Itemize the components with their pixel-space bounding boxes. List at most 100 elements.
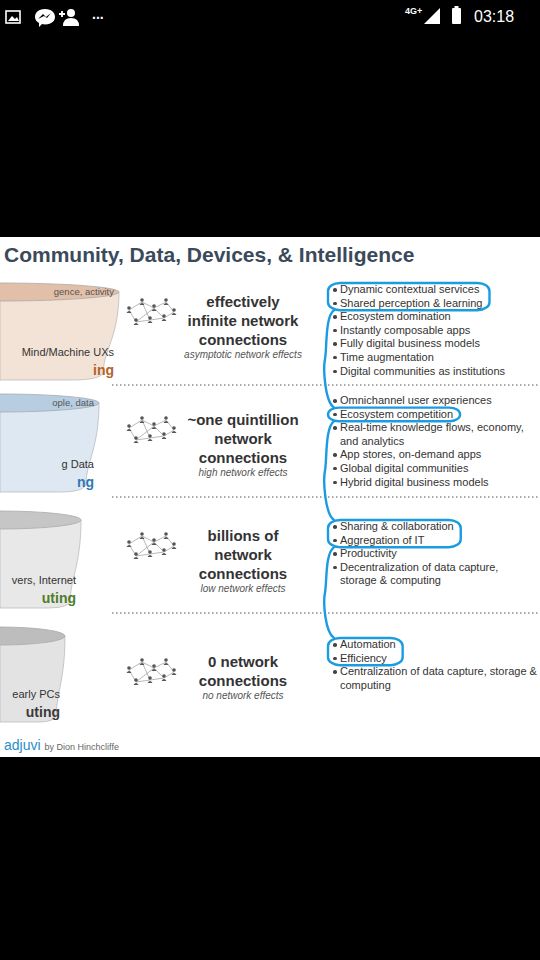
network-connections: ~one quintillion network connections [180,410,306,467]
bullet-text: Ecosystem domination [340,310,451,322]
bullet-item: Real-time knowledge flows, economy, and … [332,421,537,448]
layer-text: early PCs [12,687,60,701]
bullet-dot [333,315,337,319]
logo-author: by Dion Hinchcliffe [45,742,119,752]
bullet-dot [333,539,337,543]
network-effects: no network effects [180,690,306,702]
annotation-ring [328,283,489,310]
bullet-item: Automation [332,638,537,652]
layer-heading: uting [26,704,60,721]
battery-tip [455,6,459,8]
bullet-dot [333,453,337,457]
bullet-text: Decentralization of data capture, storag… [340,561,498,587]
bullet-item: Productivity [332,547,537,561]
bullet-dot [333,566,337,570]
battery-icon [452,8,461,24]
bullet-text: App stores, on-demand apps [340,448,481,460]
bullet-dot [333,370,337,374]
bullet-item: Fully digital business models [332,337,537,351]
funnel-layer: vers, Internet uting [3,511,81,608]
network-connections: billions of network connections [180,526,306,583]
annotation-stroke [324,310,334,407]
layer-top [0,511,81,529]
bullet-text: Real-time knowledge flows, economy, and … [340,421,524,447]
person-add-plus [59,11,65,17]
bullet-dot [333,399,337,403]
layer-text: vers, Internet [12,573,76,587]
network-icon [127,532,177,559]
bullet-item: Digital communities as institutions [332,365,537,379]
layer-text: g Data [62,457,94,471]
layer-body [0,403,99,492]
logo: adjuvi by Dion Hinchcliffe [4,737,119,753]
bullet-dot [333,525,337,529]
bullet-list: AutomationEfficiencyCentralization of da… [332,638,537,692]
bullet-text: Ecosystem competition [340,408,453,420]
status-icons [6,6,461,27]
bullet-text: Shared perception & learning [340,297,482,309]
bullet-item: Dynamic contextual services [332,283,537,297]
network-icon [127,658,177,685]
bullet-dot [333,670,337,674]
bullet-list: Dynamic contextual servicesShared percep… [332,283,537,378]
bullet-item: Aggregation of IT [332,534,537,548]
messenger-icon [35,9,55,27]
funnel-layer: ople, datag Datang [3,394,99,492]
bullet-text: Omnichannel user experiences [340,394,492,406]
bullet-item: Global digital communities [332,462,537,476]
network-connections: effectively infinite network connections [180,292,306,349]
network-icons [127,298,177,685]
bullet-item: Sharing & collaboration [332,520,537,534]
network-effects: asymptotic network effects [180,349,306,361]
bullet-text: Centralization of data capture, storage … [340,665,537,691]
bullet-list: Sharing & collaborationAggregation of IT… [332,520,537,588]
bullet-dot [333,288,337,292]
layer-top [0,394,99,412]
bullet-text: Digital communities as institutions [340,365,505,377]
logo-name: adjuvi [4,737,41,753]
annotation-ring [328,520,461,547]
network-icon [127,416,177,443]
bullet-item: Omnichannel user experiences [332,394,537,408]
bullet-item: Centralization of data capture, storage … [332,665,537,692]
layer-heading: ing [93,362,114,379]
bullet-text: Instantly composable apps [340,324,470,336]
gallery-icon-mountain [8,16,19,21]
bullet-dot [333,342,337,346]
annotation-ring [328,408,460,422]
bullet-text: Fully digital business models [340,337,480,349]
network-connections: 0 network connections [180,652,306,690]
bullet-text: Sharing & collaboration [340,520,454,532]
bullet-dot [333,552,337,556]
bullet-text: Hybrid digital business models [340,476,489,488]
bullet-dot [333,329,337,333]
bullet-text: Efficiency [340,652,387,664]
bullet-item: Time augmentation [332,351,537,365]
bullet-item: Efficiency [332,652,537,666]
network-text-group: 0 network connectionsno network effects [180,652,306,702]
gallery-icon [6,11,20,23]
funnel-layer: early PCs uting [3,627,65,722]
bullet-dot [333,467,337,471]
bullet-dot [333,481,337,485]
bullet-item: Instantly composable apps [332,324,537,338]
bullet-dot [333,643,337,647]
bullet-text: Time augmentation [340,351,434,363]
bullet-dot [333,426,337,430]
bullet-item: Ecosystem domination [332,310,537,324]
bullet-dot [333,302,337,306]
annotation-stroke [324,421,334,520]
bullet-text: Automation [340,638,396,650]
bullet-dot [333,657,337,661]
layer-body [0,520,81,608]
network-icon [127,298,177,325]
network-text-group: effectively infinite network connections… [180,292,306,361]
messenger-bolt [38,13,51,19]
network-text-group: billions of network connectionslow netwo… [180,526,306,595]
layer-heading: uting [42,590,76,607]
network-effects: low network effects [180,583,306,595]
bullet-text: Dynamic contextual services [340,283,479,295]
bullet-text: Aggregation of IT [340,534,424,546]
funnel-layer: gence, activityMind/Machine UXsing [3,283,119,380]
